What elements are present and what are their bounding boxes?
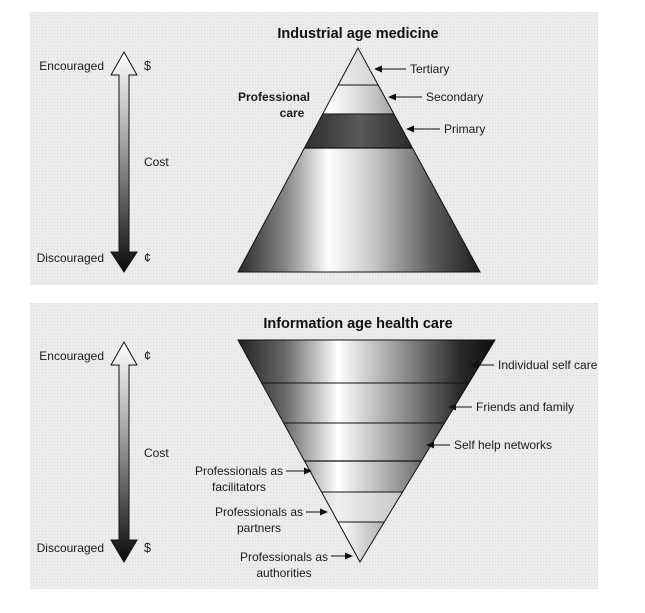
bottom-discouraged-label: Discouraged bbox=[37, 541, 104, 555]
bottom-title: Information age health care bbox=[263, 316, 452, 332]
bottom-cent-symbol: ¢ bbox=[144, 349, 151, 363]
self-care-label: Individual self care bbox=[498, 358, 598, 372]
authorities-label-2: authorities bbox=[256, 566, 311, 580]
tertiary-label: Tertiary bbox=[410, 62, 449, 76]
professional-care-label-2: care bbox=[280, 106, 305, 120]
bottom-cost-label: Cost bbox=[144, 446, 169, 460]
friends-family-pointer bbox=[448, 403, 472, 411]
authorities-label: Professionals as bbox=[240, 550, 328, 564]
authorities-pointer bbox=[331, 552, 353, 560]
bottom-cost-arrow bbox=[110, 340, 138, 563]
secondary-pointer bbox=[388, 93, 422, 101]
partners-label-2: partners bbox=[237, 521, 281, 535]
primary-label: Primary bbox=[444, 122, 485, 136]
self-help-pointer bbox=[426, 441, 450, 449]
top-dollar-symbol: $ bbox=[144, 59, 151, 73]
bottom-encouraged-label: Encouraged bbox=[39, 349, 104, 363]
top-encouraged-label: Encouraged bbox=[39, 59, 104, 73]
tertiary-pointer bbox=[374, 65, 406, 73]
professional-care-label: Professional bbox=[238, 90, 310, 104]
top-cost-label: Cost bbox=[144, 155, 169, 169]
facilitators-label-2: facilitators bbox=[212, 480, 266, 494]
top-cost-arrow bbox=[110, 50, 138, 273]
facilitators-label: Professionals as bbox=[195, 464, 283, 478]
self-help-label: Self help networks bbox=[454, 438, 552, 452]
secondary-label: Secondary bbox=[426, 90, 483, 104]
partners-label: Professionals as bbox=[215, 505, 303, 519]
self-care-pointer bbox=[470, 361, 494, 369]
top-cent-symbol: ¢ bbox=[144, 251, 151, 265]
top-title: Industrial age medicine bbox=[277, 26, 438, 42]
facilitators-pointer bbox=[286, 467, 312, 475]
top-discouraged-label: Discouraged bbox=[37, 251, 104, 265]
bottom-dollar-symbol: $ bbox=[144, 541, 151, 555]
self-care-band bbox=[238, 340, 495, 383]
partners-pointer bbox=[306, 508, 328, 516]
friends-family-label: Friends and family bbox=[476, 400, 574, 414]
primary-pointer bbox=[406, 125, 440, 133]
